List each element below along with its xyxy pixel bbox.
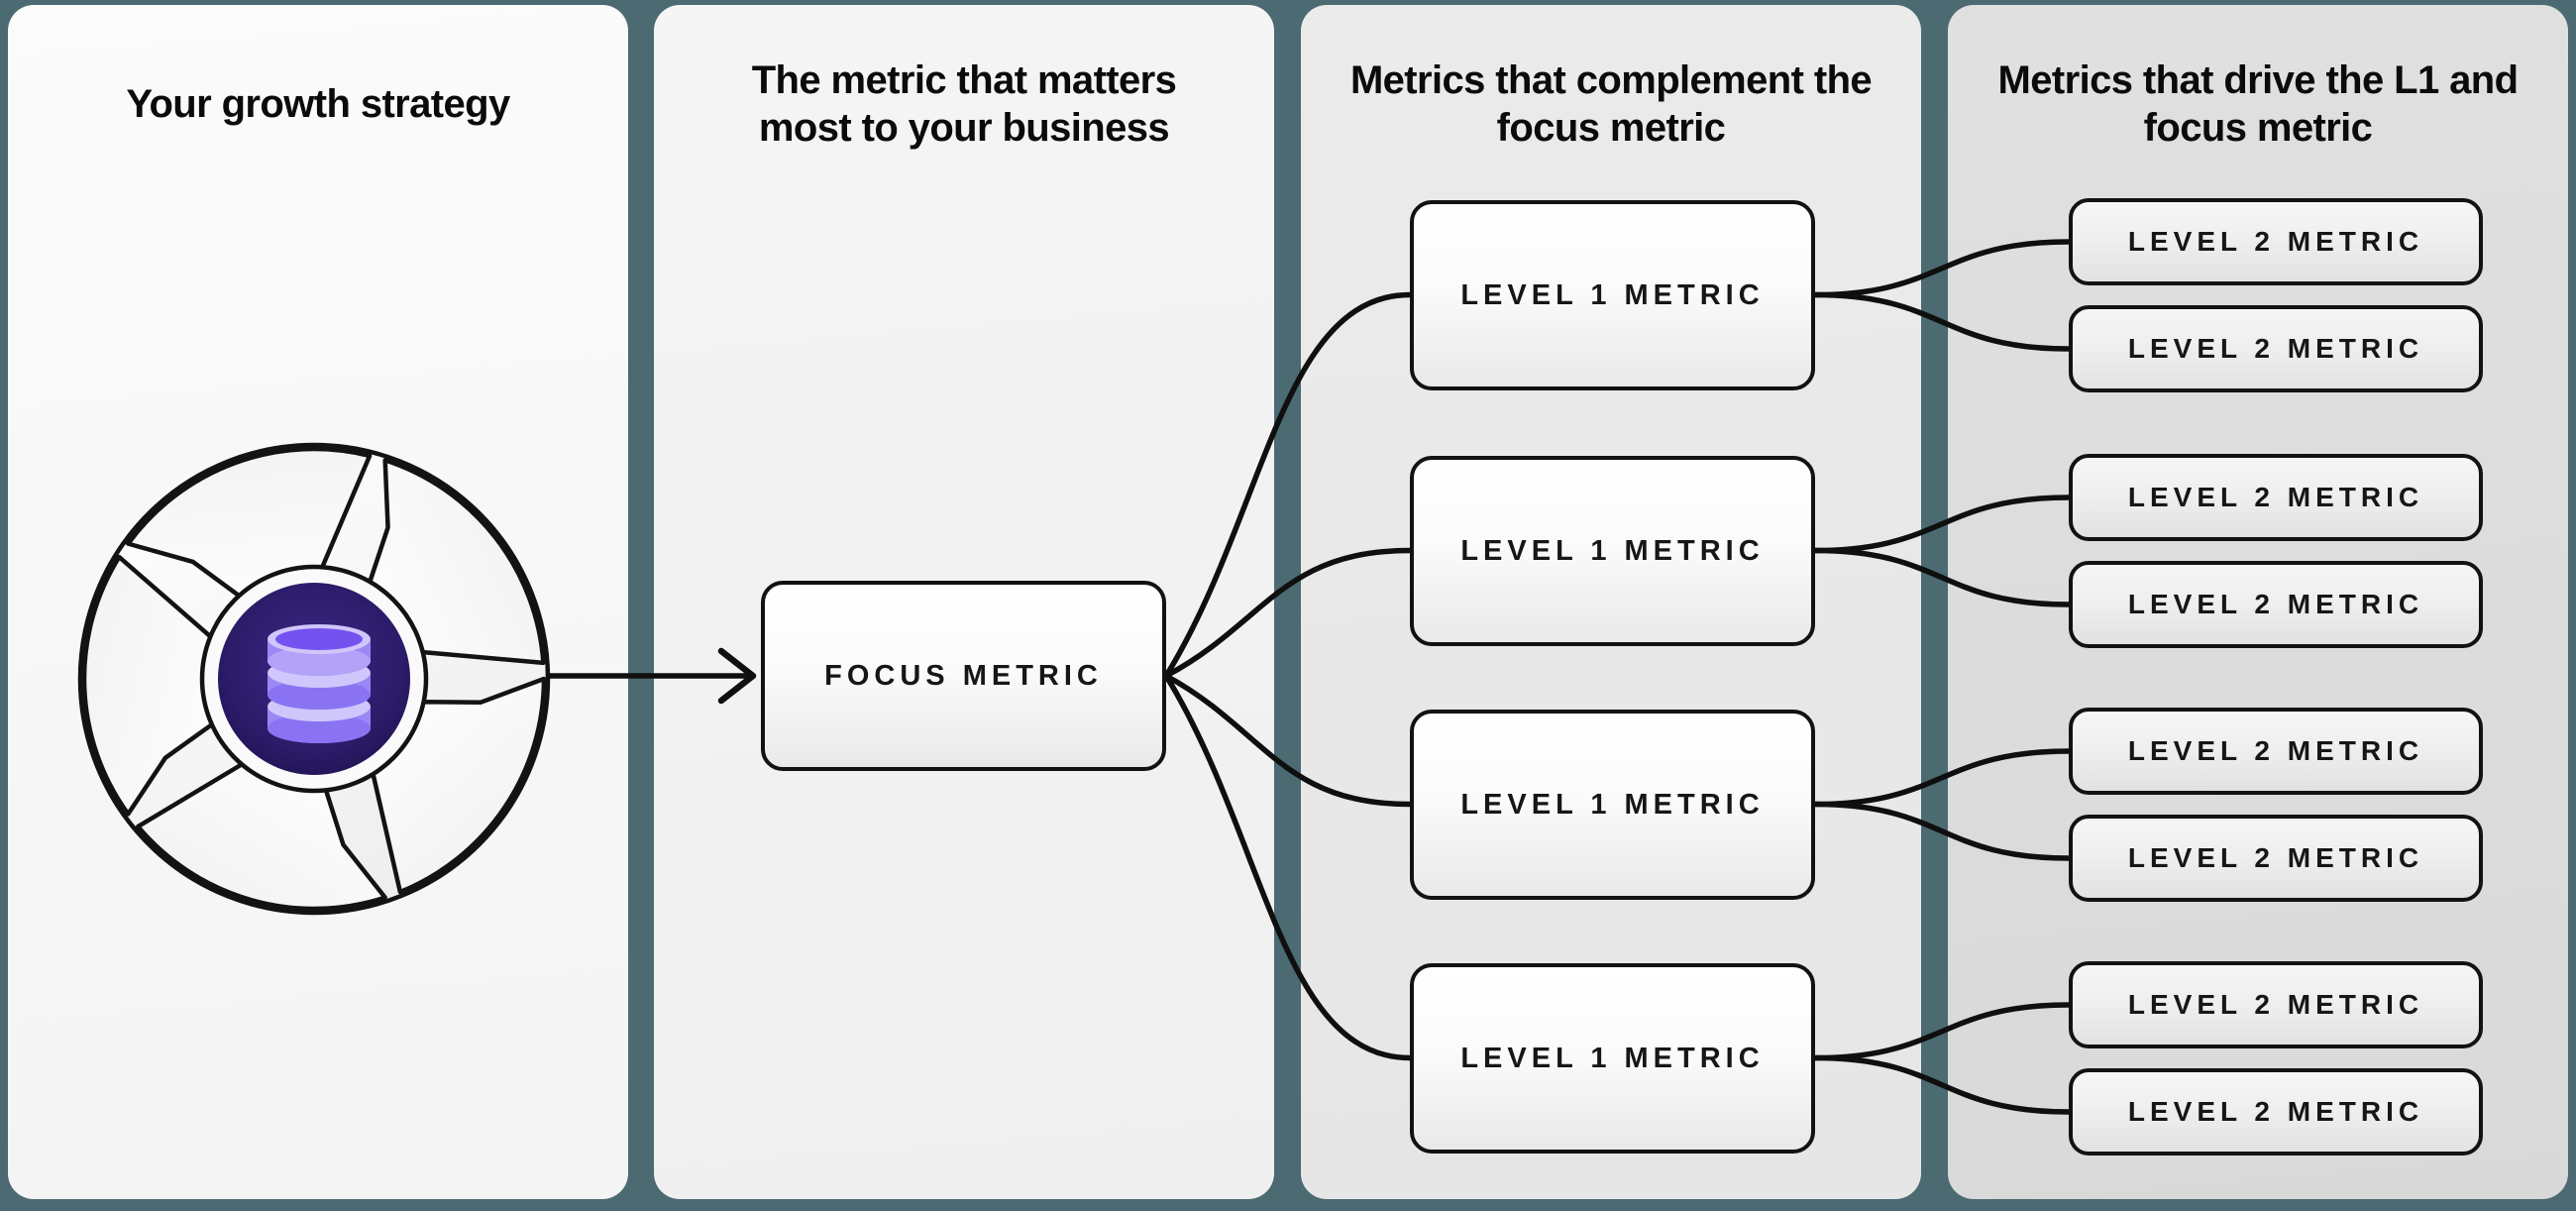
level2-metric-label: LEVEL 2 METRIC xyxy=(2127,1096,2424,1127)
panel-level1-metrics-title: Metrics that complement the focus metric xyxy=(1349,58,1873,150)
growth-flywheel-icon xyxy=(77,442,551,916)
focus-metric-box: FOCUS METRIC xyxy=(761,581,1166,771)
level2-metric-box-7: LEVEL 2 METRIC xyxy=(2069,961,2483,1048)
level2-metric-box-4: LEVEL 2 METRIC xyxy=(2069,561,2483,648)
level2-metric-label: LEVEL 2 METRIC xyxy=(2127,735,2424,766)
level1-metric-box-4: LEVEL 1 METRIC xyxy=(1410,963,1815,1154)
level2-metric-label: LEVEL 2 METRIC xyxy=(2127,842,2424,873)
level2-metric-box-5: LEVEL 2 METRIC xyxy=(2069,708,2483,795)
level2-metric-label: LEVEL 2 METRIC xyxy=(2127,989,2424,1020)
level2-metric-box-2: LEVEL 2 METRIC xyxy=(2069,305,2483,392)
level1-metric-label: LEVEL 1 METRIC xyxy=(1460,534,1765,567)
level2-metric-label: LEVEL 2 METRIC xyxy=(2127,482,2424,512)
focus-metric-label: FOCUS METRIC xyxy=(824,659,1103,692)
level2-metric-label: LEVEL 2 METRIC xyxy=(2127,226,2424,257)
database-icon xyxy=(268,624,371,743)
level1-metric-label: LEVEL 1 METRIC xyxy=(1460,1042,1765,1074)
level2-metric-label: LEVEL 2 METRIC xyxy=(2127,589,2424,619)
level2-metric-box-3: LEVEL 2 METRIC xyxy=(2069,454,2483,541)
panel-focus-metric-title: The metric that matters most to your bus… xyxy=(751,58,1177,150)
level1-metric-label: LEVEL 1 METRIC xyxy=(1460,278,1765,311)
panel-growth-strategy-title: Your growth strategy xyxy=(126,82,510,126)
level2-metric-box-1: LEVEL 2 METRIC xyxy=(2069,198,2483,285)
level1-metric-box-1: LEVEL 1 METRIC xyxy=(1410,200,1815,390)
panel-level2-metrics-title: Metrics that drive the L1 and focus metr… xyxy=(1997,58,2520,150)
level1-metric-box-2: LEVEL 1 METRIC xyxy=(1410,456,1815,646)
level2-metric-label: LEVEL 2 METRIC xyxy=(2127,333,2424,364)
level1-metric-label: LEVEL 1 METRIC xyxy=(1460,788,1765,821)
level2-metric-box-8: LEVEL 2 METRIC xyxy=(2069,1068,2483,1156)
level1-metric-box-3: LEVEL 1 METRIC xyxy=(1410,710,1815,900)
level2-metric-box-6: LEVEL 2 METRIC xyxy=(2069,815,2483,902)
